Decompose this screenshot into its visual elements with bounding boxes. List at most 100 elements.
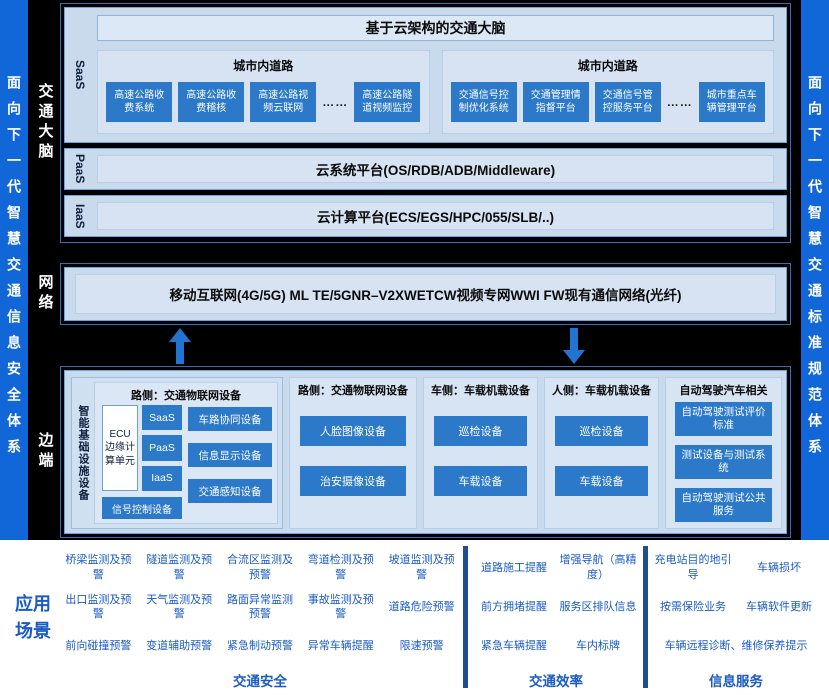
scenario-item: 限速预警: [399, 640, 444, 653]
device-box: 自动驾驶测试评价标准: [675, 402, 772, 436]
device-box: 信息显示设备: [188, 443, 272, 467]
scenario-item: 路面异常监测预警: [226, 593, 293, 620]
roadside-iot-group-2: 路侧：交通物联网设备 人脸图像设备 治安摄像设备: [289, 377, 417, 529]
ecu-edge-compute-box: ECU边缘计算单元: [102, 405, 138, 491]
group-items: 高速公路收费系统 高速公路收费稽核 高速公路视频云联网 …… 高速公路隧道视频监…: [100, 82, 427, 122]
smart-infrastructure-label: 智能基础设施设备: [77, 405, 89, 501]
scenario-item: 坡道监测及预警: [388, 554, 455, 581]
group-title: 人侧：车载机载设备: [552, 385, 651, 397]
scenario-item: 天气监测及预警: [146, 593, 213, 620]
paas-row: PaaS 云系统平台(OS/RDB/ADB/Middleware): [64, 148, 787, 190]
scenario-item: 出口监测及预警: [65, 593, 132, 620]
scenario-item: 桥梁监测及预警: [65, 554, 132, 581]
scenario-item: 增强导航（高精度）: [559, 554, 637, 581]
scenario-item: 按需保险业务: [660, 600, 726, 613]
scenario-item: 道路施工提醒: [481, 561, 547, 574]
system-box: 高速公路收费稽核: [178, 82, 245, 122]
scenario-item: 车内标牌: [576, 640, 620, 653]
ellipsis: ……: [322, 95, 349, 109]
scenario-item: 弯道检测及预警: [307, 554, 374, 581]
vehicle-side-group: 车侧：车载机载设备 巡检设备 车载设备: [423, 377, 538, 529]
infra-device-list: 车路协同设备 信息显示设备 交通感知设备: [188, 407, 272, 503]
signal-control-box: 信号控制设备: [102, 497, 182, 519]
network-row: 移动互联网(4G/5G) ML TE/5GNR–V2XWETCW视频专网WWI …: [64, 267, 787, 321]
device-box: 自动驾驶测试公共服务: [675, 488, 772, 522]
system-box: 高速公路视频云联网: [250, 82, 317, 122]
iaas-platform-box: 云计算平台(ECS/EGS/HPC/055/SLB/..): [97, 202, 774, 230]
device-box: 治安摄像设备: [300, 466, 406, 496]
traffic-brain-label: 交通大脑: [36, 83, 54, 163]
scenario-item: 异常车辆提醒: [307, 640, 374, 653]
down-arrow-icon: [563, 328, 585, 364]
edge-row: 智能基础设施设备 路侧：交通物联网设备 ECU边缘计算单元 SaaS PaaS …: [64, 370, 787, 534]
network-outline: [60, 263, 791, 325]
scenario-item: 前方拥堵提醒: [481, 600, 547, 613]
iaas-tier-label: IaaS: [73, 203, 87, 229]
device-box: 巡检设备: [555, 416, 648, 446]
city-roads-group-highway: 城市内道路 高速公路收费系统 高速公路收费稽核 高速公路视频云联网 …… 高速公…: [97, 50, 430, 134]
device-box: 车载设备: [434, 466, 527, 496]
saas-tier-label: SaaS: [73, 60, 87, 90]
system-box: 高速公路收费系统: [106, 82, 173, 122]
up-arrow-icon: [169, 328, 191, 364]
group-title: 车侧：车载机载设备: [431, 385, 530, 397]
scenario-item: 前向碰撞预警: [65, 640, 132, 653]
device-box: 车路协同设备: [188, 407, 272, 431]
scenario-item: 道路危险预警: [388, 600, 455, 613]
scenario-item: 事故监测及预警: [307, 593, 374, 620]
city-roads-group-signal: 城市内道路 交通信号控制优化系统 交通管理情指督平台 交通信号管控服务平台 ………: [441, 50, 774, 134]
device-box: 交通感知设备: [188, 479, 272, 503]
left-security-strip: 面向下一代智慧交通信息安全体系: [0, 0, 28, 540]
cloud-brain-title: 基于云架构的交通大脑: [97, 15, 774, 41]
scenario-item: 隧道监测及预警: [146, 554, 213, 581]
system-box: 交通信号控制优化系统: [450, 82, 517, 122]
group-title: 城市内道路: [577, 59, 638, 73]
group-title: 城市内道路: [233, 59, 294, 73]
ecu-iaas-box: IaaS: [142, 465, 182, 491]
scenario-item: 服务区排队信息: [559, 600, 637, 613]
scenario-item: 车辆损坏: [757, 561, 801, 574]
edge-outline: [60, 366, 791, 538]
iaas-row: IaaS 云计算平台(ECS/EGS/HPC/055/SLB/..): [64, 195, 787, 237]
ecu-paas-box: PaaS: [142, 435, 182, 461]
device-box: 车载设备: [555, 466, 648, 496]
roadside-iot-group-1: 路侧：交通物联网设备 ECU边缘计算单元 SaaS PaaS IaaS 信号控制…: [94, 382, 278, 524]
application-scenarios-section: 应用场景 桥梁监测及预警隧道监测及预警合流区监测及预警弯道检测及预警坡道监测及预…: [0, 540, 829, 695]
scenario-item: 车辆软件更新: [746, 600, 812, 613]
column-divider: [463, 546, 468, 688]
left-strip-title: 面向下一代智慧交通信息安全体系: [6, 75, 22, 465]
right-standards-strip: 面向下一代智慧交通标准规范体系: [801, 0, 829, 540]
information-services-title: 信息服务: [709, 674, 763, 689]
scenario-item: 充电站目的地引导: [654, 554, 732, 581]
system-box: 城市重点车辆管理平台: [698, 82, 765, 122]
group-title: 路侧：交通物联网设备: [298, 385, 408, 397]
traffic-efficiency-title: 交通效率: [529, 674, 583, 689]
scenario-item: 变道辅助预警: [146, 640, 213, 653]
system-box: 交通管理情指督平台: [522, 82, 589, 122]
scenario-item: 紧急制动预警: [226, 640, 293, 653]
saas-row: SaaS 基于云架构的交通大脑 城市内道路 高速公路收费系统 高速公路收费稽核 …: [64, 7, 787, 143]
paas-platform-box: 云系统平台(OS/RDB/ADB/Middleware): [97, 155, 774, 183]
group-items: 交通信号控制优化系统 交通管理情指督平台 交通信号管控服务平台 …… 城市重点车…: [445, 82, 772, 122]
ellipsis: ……: [666, 95, 693, 109]
information-services-grid: 充电站目的地引导车辆损坏按需保险业务车辆软件更新车辆远程诊断、维修保养提示: [650, 548, 822, 666]
right-strip-title: 面向下一代智慧交通标准规范体系: [807, 75, 823, 465]
traffic-efficiency-grid: 道路施工提醒增强导航（高精度） 前方拥堵提醒服务区排队信息紧急车辆提醒 车内标牌: [472, 548, 640, 666]
person-side-group: 人侧：车载机载设备 巡检设备 车载设备: [544, 377, 659, 529]
scenario-item: 合流区监测及预警: [226, 554, 293, 581]
group-title: 自动驾驶汽车相关: [679, 385, 768, 397]
system-box: 高速公路隧道视频监控: [354, 82, 421, 122]
network-box: 移动互联网(4G/5G) ML TE/5GNR–V2XWETCW视频专网WWI …: [75, 274, 776, 314]
group-title: 路侧：交通物联网设备: [131, 390, 241, 402]
smart-infrastructure-group: 智能基础设施设备 路侧：交通物联网设备 ECU边缘计算单元 SaaS PaaS …: [71, 377, 283, 529]
scenario-item: 紧急车辆提醒: [481, 640, 547, 653]
device-box: 巡检设备: [434, 416, 527, 446]
ecu-saas-box: SaaS: [142, 405, 182, 431]
saas-groups: 城市内道路 高速公路收费系统 高速公路收费稽核 高速公路视频云联网 …… 高速公…: [97, 50, 774, 134]
column-divider: [643, 546, 648, 688]
traffic-brain-outline: [60, 3, 791, 243]
ecu-tier-stack: SaaS PaaS IaaS: [142, 405, 182, 491]
traffic-safety-grid: 桥梁监测及预警隧道监测及预警合流区监测及预警弯道检测及预警坡道监测及预警出口监测…: [58, 548, 462, 666]
paas-tier-label: PaaS: [73, 154, 87, 184]
